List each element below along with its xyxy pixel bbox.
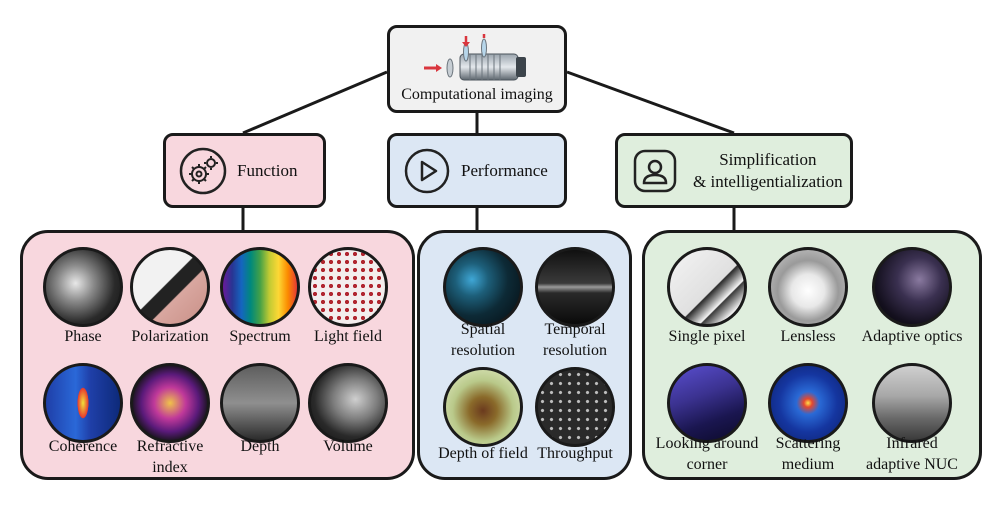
category-performance-label: Performance [461, 160, 548, 180]
simplification-label-line1: Simplification [719, 149, 817, 169]
single-pixel-thumbnail [667, 247, 747, 327]
refractive-index-thumbnail [130, 363, 210, 443]
category-function-label: Function [237, 160, 298, 180]
function-item-light-field: Light field [314, 328, 382, 345]
simplification-item-lensless: Lensless [780, 328, 836, 345]
root-node: Computational imaging [387, 25, 567, 113]
phase-thumbnail [43, 247, 123, 327]
simplification-label-line2: & intelligentialization [693, 171, 843, 191]
category-performance: Performance [387, 133, 567, 208]
panel-function: Phase Polarization Spectrum Light field … [20, 230, 415, 480]
light-field-thumbnail [308, 247, 388, 327]
function-item-spectrum: Spectrum [229, 328, 291, 345]
function-item-volume: Volume [323, 438, 373, 455]
throughput-thumbnail [535, 367, 615, 447]
adaptive-optics-thumbnail [872, 247, 952, 327]
simplification-item-single-pixel: Single pixel [668, 328, 746, 345]
performance-item-throughput: Throughput [537, 445, 613, 462]
category-simplification-label: Simplification & intelligentialization [693, 149, 843, 193]
panel-simplification: Single pixel Lensless Adaptive optics Lo… [642, 230, 982, 480]
category-simplification: Simplification & intelligentialization [615, 133, 853, 208]
person-icon [633, 149, 677, 192]
depth-of-field-thumbnail [443, 367, 523, 447]
temporal-resolution-thumbnail [535, 247, 615, 327]
spatial-resolution-thumbnail [443, 247, 523, 327]
depth-thumbnail [220, 363, 300, 443]
root-label: Computational imaging [401, 86, 553, 103]
function-item-depth: Depth [240, 438, 280, 455]
camera-lens-icon [424, 34, 526, 81]
coherence-thumbnail [43, 363, 123, 443]
polarization-thumbnail [130, 247, 210, 327]
scattering-medium-thumbnail [768, 363, 848, 443]
function-item-polarization: Polarization [131, 328, 209, 345]
infrared-adaptive-nuc-thumbnail [872, 363, 952, 443]
volume-thumbnail [308, 363, 388, 443]
function-item-coherence: Coherence [48, 438, 118, 455]
function-item-phase: Phase [64, 328, 102, 345]
spectrum-thumbnail [220, 247, 300, 327]
gears-icon [179, 147, 227, 194]
lensless-thumbnail [768, 247, 848, 327]
simplification-item-adaptive-optics: Adaptive optics [861, 328, 963, 345]
play-icon [404, 148, 450, 193]
looking-around-corner-thumbnail [667, 363, 747, 443]
performance-item-depth-of-field: Depth of field [438, 445, 528, 462]
category-function: Function [163, 133, 326, 208]
